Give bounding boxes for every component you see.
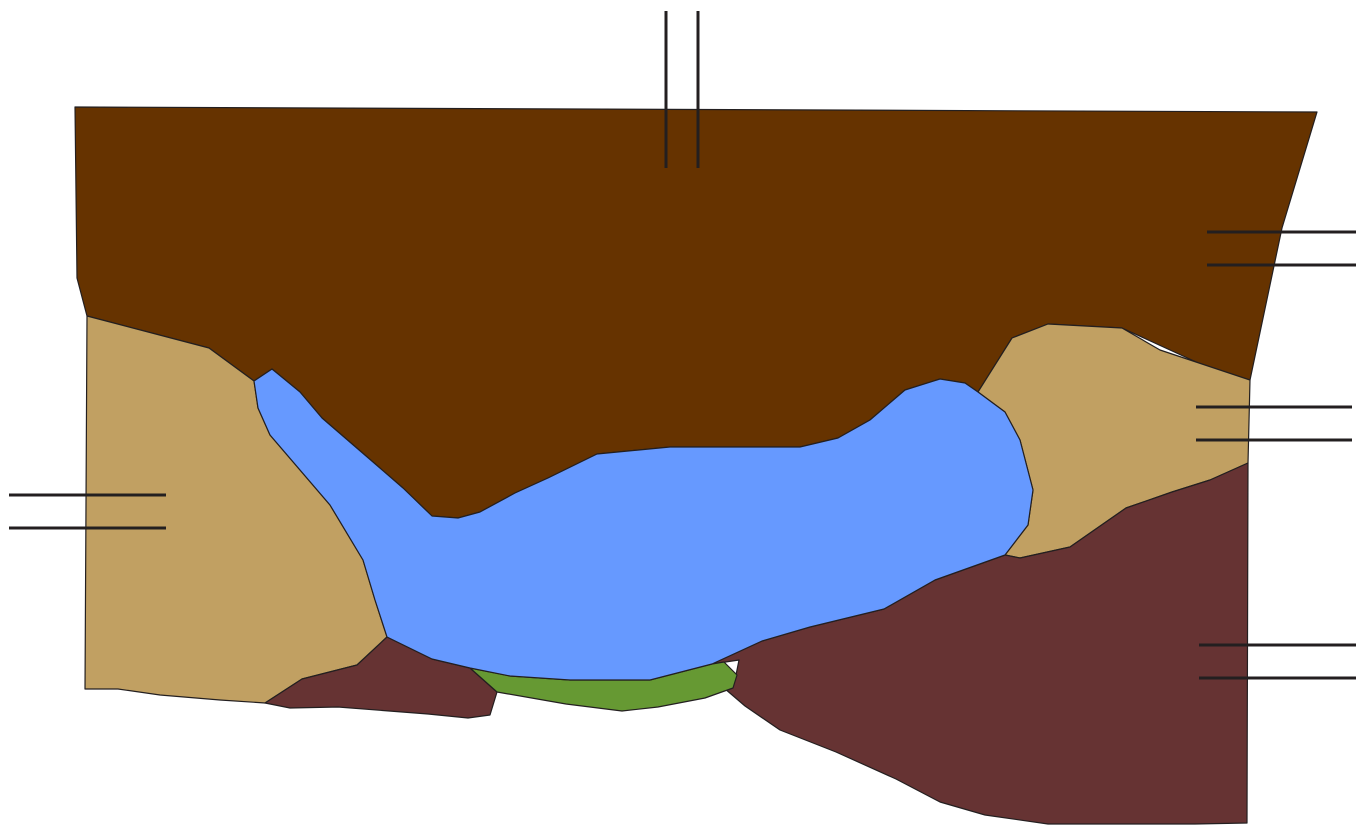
cross-section-diagram [0, 0, 1356, 825]
